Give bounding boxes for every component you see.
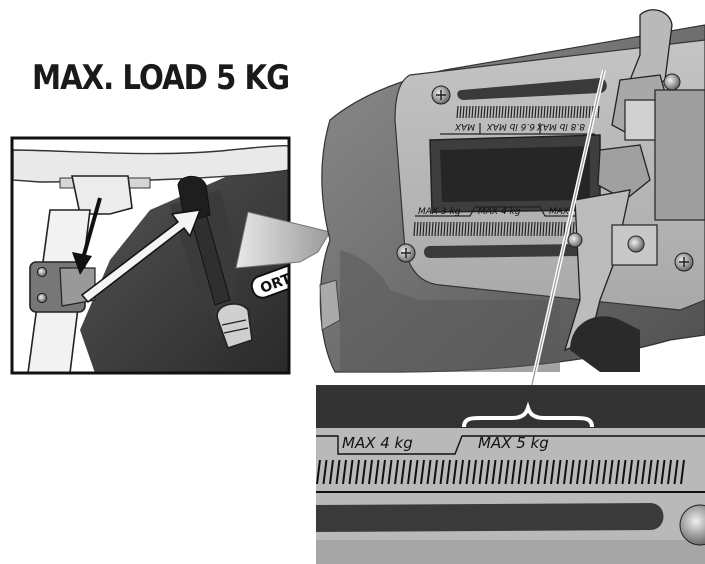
kg-label-4: MAX 4 kg [478, 207, 521, 217]
insert-arrow-icon [80, 209, 202, 304]
lb-scale-labels: 6.6 lb MAX 8.8 lb MAX MAX [440, 121, 595, 135]
kg-label-5: MAX [549, 207, 570, 217]
max-load-title: MAX. LOAD 5 KG [32, 58, 290, 98]
kg-scale-labels: MAX 3 kg MAX 4 kg MAX [415, 206, 580, 217]
lb-scale-ticks [456, 105, 600, 119]
highlight-bracket [462, 401, 594, 428]
strap-hook [177, 175, 211, 223]
scale-detail-panel: MAX 4 kg MAX 5 kg [316, 385, 705, 564]
release-lever [563, 9, 705, 372]
screw-icon [679, 504, 705, 546]
strap-buckle [216, 303, 253, 350]
detail-scale-ticks [316, 459, 685, 485]
kg-scale-ticks [413, 221, 575, 237]
zoom-pointer-icon [235, 211, 331, 269]
down-arrow-icon [80, 197, 102, 263]
mount-closeup: 6.6 lb MAX 8.8 lb MAX MAX MAX 3 kg MAX 4… [319, 9, 705, 373]
lb-label-max: MAX [454, 121, 475, 131]
detail-label-5kg: MAX 5 kg [478, 434, 549, 452]
detail-label-4kg: MAX 4 kg [342, 434, 413, 452]
lb-label-6-6: 6.6 lb MAX [486, 121, 535, 131]
kg-label-3: MAX 3 kg [418, 207, 461, 217]
lb-label-8-8: 8.8 lb MAX [536, 121, 585, 131]
